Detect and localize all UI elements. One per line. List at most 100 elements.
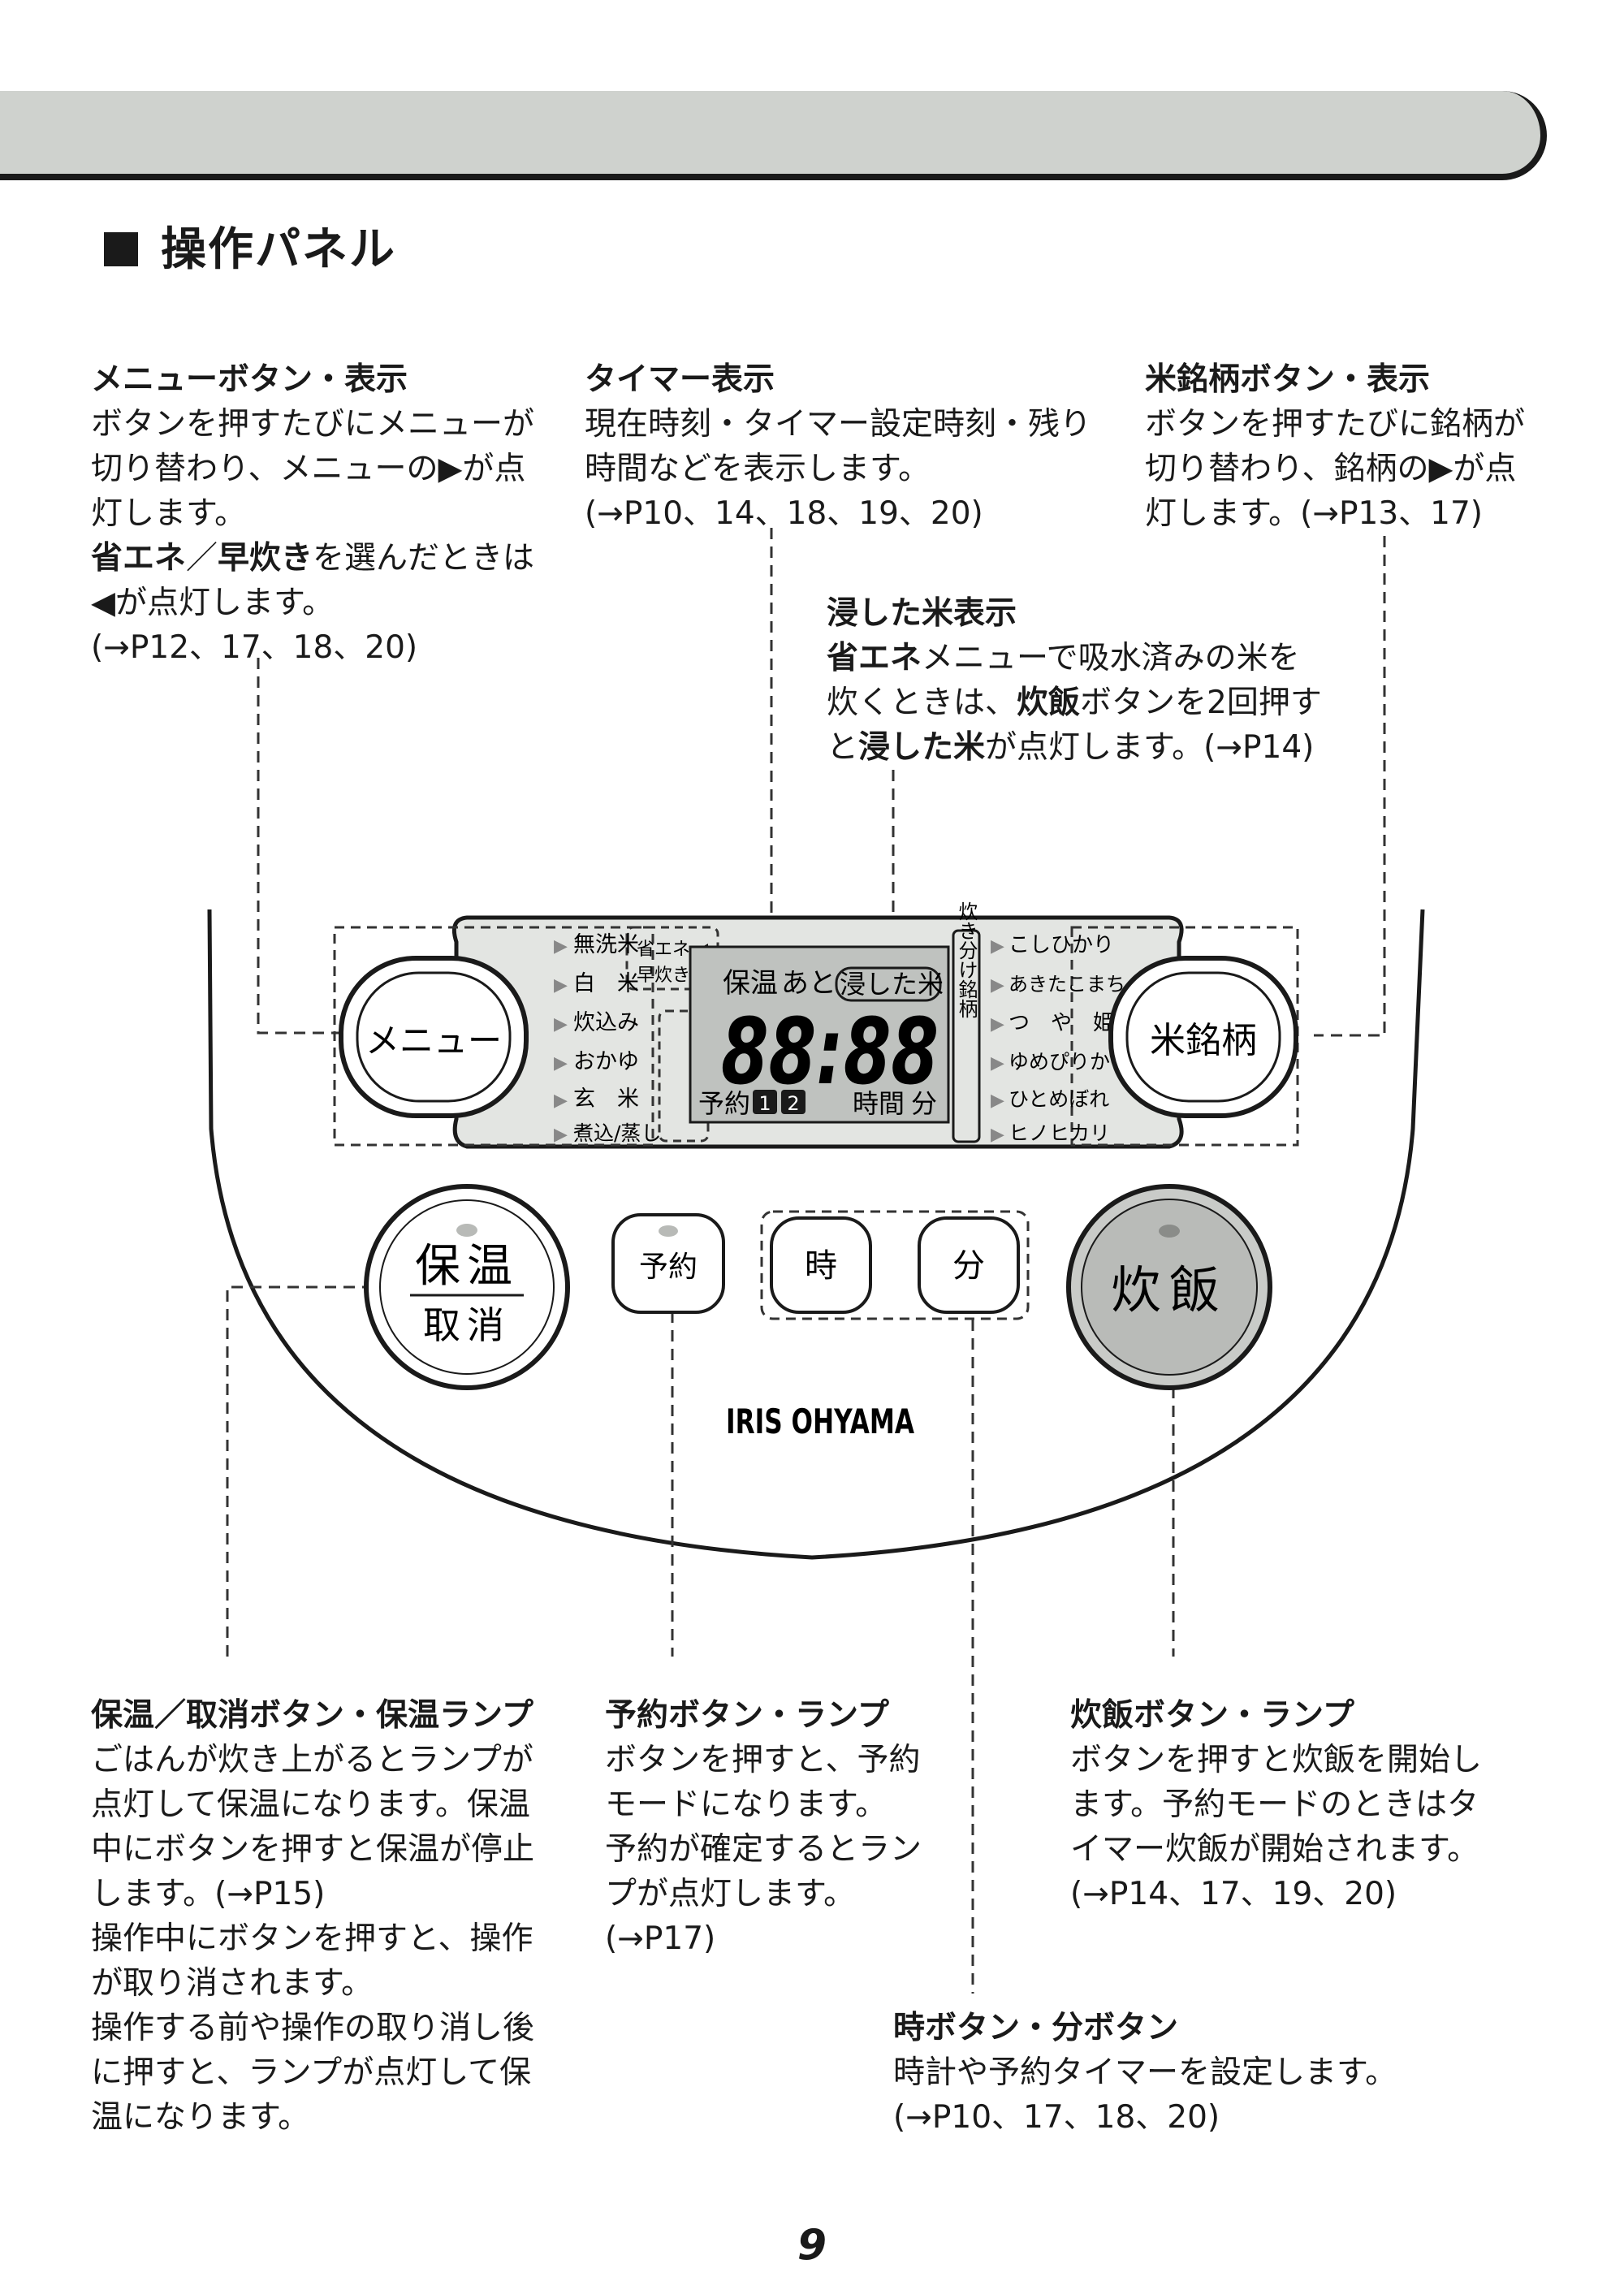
cook-button[interactable]: 炊飯 (1066, 1184, 1272, 1390)
brand-button[interactable]: 米銘柄 (1108, 956, 1298, 1118)
menu-annotation-line: ◀が点灯します。 (91, 585, 335, 621)
lcd-remaining: あと (781, 967, 836, 1000)
text-run: が点灯します。(→P14) (985, 729, 1315, 766)
reserve-lamp (659, 1225, 678, 1237)
menu-arrow-icon: ▶ (554, 1125, 568, 1145)
soaked-annotation-title: 浸した米表示 (827, 595, 1017, 632)
soaked-annotation-line: と浸した米が点灯します。(→P14) (827, 725, 1322, 770)
cook-annotation-line: (→P14、17、19、20) (1070, 1876, 1397, 1912)
timer-annotation: タイマー表示 現在時刻・タイマー設定時刻・残り 時間などを表示します。 (→P1… (585, 357, 1091, 536)
leader-keepwarm (226, 1285, 374, 1657)
menu-arrow-icon: ▶ (554, 975, 568, 996)
brand-arrow-icon: ▶ (991, 1014, 1004, 1035)
lcd-soaked-frame (835, 966, 942, 1002)
menu-arrow-icon: ▶ (554, 936, 568, 957)
lcd-soaked: 浸した米 (840, 969, 944, 1000)
brand-annotation-line: 灯します。(→P13、17) (1145, 495, 1483, 532)
lcd-num-1: 1 (758, 1092, 771, 1115)
text-run: メニューで吸水済みの米を (922, 640, 1300, 676)
menu-annotation-title: メニューボタン・表示 (91, 361, 408, 398)
lcd-digits: 88:88 (721, 1000, 939, 1105)
reserve-annotation: 予約ボタン・ランプ ボタンを押すと、予約 モードになります。 予約が確定するとラ… (605, 1693, 922, 1961)
section-title: 操作パネル (104, 213, 396, 279)
timer-annotation-line: (→P10、14、18、19、20) (585, 495, 983, 532)
soaked-annotation-line: 炊くときは、炊飯ボタンを2回押す (827, 680, 1322, 725)
menu-item-list: ▶ 無洗米 ▶ 白 米 ▶ 炊込み ▶ おかゆ ▶ 玄 米 ▶ 煮込/蒸し (554, 932, 661, 1145)
reserve-button[interactable]: 予約 (611, 1213, 725, 1314)
reserve-annotation-line: (→P17) (605, 1920, 716, 1957)
cook-annotation-title: 炊飯ボタン・ランプ (1070, 1697, 1354, 1734)
brand-annotation-line: 切り替わり、銘柄の▶が点 (1145, 451, 1517, 487)
menu-annotation-line: 切り替わり、メニューの▶が点 (91, 451, 526, 487)
keepwarm-annotation: 保温／取消ボタン・保温ランプ ごはんが炊き上がるとランプが 点灯して保温になりま… (91, 1693, 534, 2140)
brand-item: ゆめぴりか (1009, 1050, 1110, 1074)
lcd-display: 保温 あと 浸した米 88:88 予約 1 2 時間 分 (689, 945, 950, 1124)
menu-item: 白 米 (573, 971, 639, 996)
cook-annotation: 炊飯ボタン・ランプ ボタンを押すと炊飯を開始し ます。予約モードのときはタ イマ… (1070, 1693, 1482, 1916)
leader-menu (257, 658, 339, 1035)
bold-term: 省エネ (827, 640, 922, 676)
cook-button-label: 炊飯 (1111, 1260, 1228, 1320)
menu-arrow-icon: ▶ (554, 1091, 568, 1111)
section-title-text: 操作パネル (161, 223, 396, 276)
hourmin-annotation-line: 時計や予約タイマーを設定します。 (893, 2054, 1397, 2091)
brand-item: あきたこまち (1009, 973, 1125, 996)
reserve-button-label: 予約 (639, 1251, 698, 1284)
keepwarm-annotation-line: 温になります。 (91, 2099, 310, 2136)
brand-vertical-box (952, 929, 981, 1143)
text-run: ボタンを2回押す (1080, 685, 1322, 721)
bold-term: 浸した米 (858, 729, 986, 766)
hourmin-group-box (760, 1210, 1030, 1320)
menu-group-box (333, 926, 654, 1147)
text-run: と (827, 729, 859, 766)
keepwarm-annotation-title: 保温／取消ボタン・保温ランプ (91, 1697, 533, 1734)
header-band (0, 91, 1547, 180)
hour-button[interactable]: 時 (770, 1216, 872, 1314)
brand-item: こしひかり (1009, 933, 1114, 957)
menu-annotation-tail: を選んだときは (313, 540, 535, 577)
minute-button-label: 分 (952, 1247, 985, 1285)
keepwarm-label: 保温 (415, 1240, 519, 1293)
brand-annotation-line: ボタンを押すたびに銘柄が (1145, 406, 1526, 443)
lcd-num-2: 2 (787, 1092, 799, 1115)
keepwarm-lamp (456, 1224, 477, 1237)
reserve-annotation-line: モードになります。 (605, 1786, 888, 1823)
brand-arrow-icon: ▶ (991, 1053, 1004, 1074)
menu-annotation: メニューボタン・表示 ボタンを押すたびにメニューが 切り替わり、メニューの▶が点… (91, 357, 534, 670)
brand-arrow-icon: ▶ (991, 1125, 1004, 1145)
keepwarm-annotation-line: 操作中にボタンを押すと、操作 (91, 1920, 533, 1957)
mode-item: 早炊き (637, 966, 690, 986)
brand-arrow-icon: ▶ (991, 1091, 1004, 1111)
menu-arrow-icon: ▶ (554, 1014, 568, 1035)
lcd-minute: 分 (911, 1088, 937, 1119)
bold-term: 炊飯 (1017, 685, 1081, 721)
lcd-reserve: 予約 (698, 1088, 750, 1119)
keepwarm-cancel-button[interactable]: 保温 取消 (364, 1184, 570, 1390)
square-bullet-icon (104, 232, 138, 266)
reserve-annotation-line: ボタンを押すと、予約 (605, 1742, 921, 1778)
timer-annotation-line: 時間などを表示します。 (585, 451, 931, 487)
text-run: 炊くときは、 (827, 685, 1017, 721)
hourmin-annotation: 時ボタン・分ボタン 時計や予約タイマーを設定します。 (→P10、17、18、2… (893, 2006, 1397, 2140)
brand-item: ひとめぼれ (1009, 1087, 1109, 1111)
keepwarm-annotation-line: に押すと、ランプが点灯して保 (91, 2054, 532, 2091)
keepwarm-annotation-line: ごはんが炊き上がるとランプが (91, 1742, 533, 1778)
keepwarm-annotation-line: が取り消されます。 (91, 1965, 374, 2002)
keepwarm-annotation-line: 操作する前や操作の取り消し後 (91, 2010, 535, 2046)
soaked-annotation: 浸した米表示 省エネメニューで吸水済みの米を 炊くときは、炊飯ボタンを2回押す … (827, 591, 1322, 770)
cook-annotation-line: イマー炊飯が開始されます。 (1070, 1831, 1479, 1868)
brand-arrow-icon: ▶ (991, 936, 1004, 957)
leader-brand (1314, 536, 1386, 1037)
reserve-annotation-line: プが点灯します。 (605, 1876, 856, 1912)
timer-annotation-title: タイマー表示 (585, 361, 775, 398)
menu-annotation-line: ボタンを押すたびにメニューが (91, 406, 535, 443)
cook-annotation-line: ます。予約モードのときはタ (1070, 1786, 1479, 1823)
soaked-annotation-line: 省エネメニューで吸水済みの米を (827, 636, 1322, 680)
menu-button-label: メニュー (365, 1021, 502, 1061)
minute-button[interactable]: 分 (918, 1216, 1020, 1314)
reserve-annotation-title: 予約ボタン・ランプ (605, 1697, 889, 1734)
menu-button[interactable]: メニュー (339, 956, 529, 1118)
menu-item: 無洗米 (573, 932, 639, 957)
bold-term: 早炊き (218, 540, 313, 577)
